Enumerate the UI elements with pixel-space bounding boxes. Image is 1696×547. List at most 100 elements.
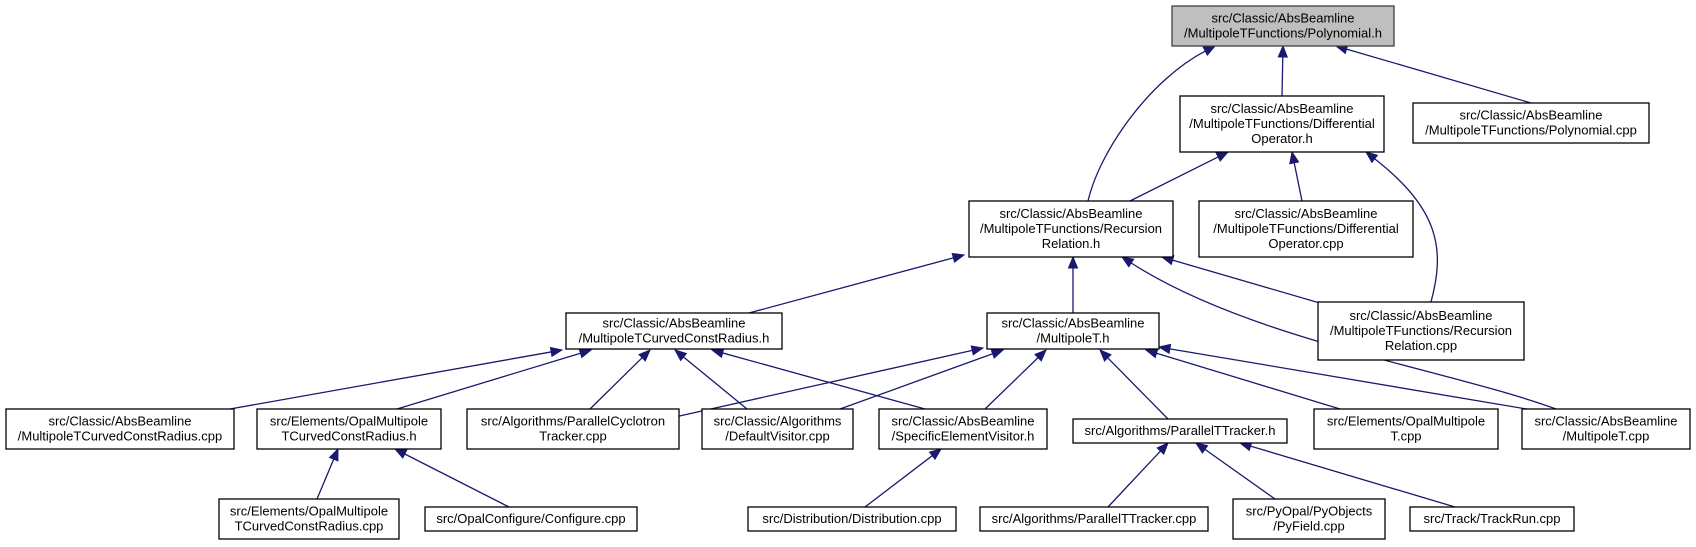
- node-box: [218, 498, 400, 540]
- node-pct-cpp[interactable]: src/Algorithms/ParallelCyclotronTracker.…: [466, 408, 680, 450]
- arrowhead-icon: [1277, 44, 1289, 58]
- node-sev-h[interactable]: src/Classic/AbsBeamline/SpecificElementV…: [878, 408, 1048, 450]
- edge-mt_h-to-opal_mt_cpp: [1144, 348, 1341, 410]
- node-label-line: src/Classic/AbsBeamline: [1234, 206, 1377, 221]
- node-label-line: src/OpalConfigure/Configure.cpp: [436, 511, 625, 526]
- arrowhead-icon: [1202, 45, 1217, 56]
- node-box: [424, 506, 638, 532]
- node-box: [1317, 301, 1525, 361]
- node-label-line: Operator.h: [1251, 131, 1312, 146]
- arrowhead-icon: [1120, 256, 1135, 268]
- node-trackrun-cpp[interactable]: src/Track/TrackRun.cpp: [1409, 506, 1575, 532]
- node-label-line: /MultipoleTFunctions/Recursion: [1330, 323, 1512, 338]
- node-mtccr-h[interactable]: src/Classic/AbsBeamline/MultipoleTCurved…: [565, 312, 783, 350]
- node-recrel-cpp[interactable]: src/Classic/AbsBeamline/MultipoleTFuncti…: [1317, 301, 1525, 361]
- node-label-line: src/Algorithms/ParallelTTracker.cpp: [992, 511, 1197, 526]
- node-label-line: src/PyOpal/PyObjects: [1246, 504, 1373, 519]
- node-label-line: TCurvedConstRadius.cpp: [235, 519, 384, 534]
- arrowhead-icon: [328, 447, 339, 462]
- node-ptt-h[interactable]: src/Algorithms/ParallelTTracker.h: [1072, 418, 1288, 444]
- arrowhead-icon: [1157, 343, 1172, 355]
- arrowhead-icon: [1215, 151, 1230, 162]
- node-diffop-cpp[interactable]: src/Classic/AbsBeamline/MultipoleTFuncti…: [1198, 200, 1414, 258]
- arrowhead-icon: [1067, 255, 1079, 269]
- node-box: [979, 506, 1209, 532]
- edge-mtccr_h-to-sev_h: [710, 348, 926, 410]
- node-label-line: T.cpp: [1390, 429, 1421, 444]
- node-label-line: /MultipoleTFunctions/Polynomial.cpp: [1425, 123, 1637, 138]
- node-box: [1171, 5, 1395, 47]
- node-label-line: src/Classic/Algorithms: [714, 414, 842, 429]
- arrowhead-icon: [1289, 150, 1300, 165]
- edge-recrel_h-to-recrel_cpp: [1160, 255, 1331, 307]
- node-opal-mtccr-h[interactable]: src/Elements/OpalMultipoleTCurvedConstRa…: [256, 408, 442, 450]
- node-label-line: src/Classic/AbsBeamline: [1001, 316, 1144, 331]
- node-poly-h[interactable]: src/Classic/AbsBeamline/MultipoleTFuncti…: [1171, 5, 1395, 47]
- node-diffop-h[interactable]: src/Classic/AbsBeamline/MultipoleTFuncti…: [1179, 95, 1385, 153]
- node-box: [986, 312, 1160, 350]
- node-label-line: /MultipoleTFunctions/Differential: [1189, 116, 1375, 131]
- edge-mt_h-to-defvis_cpp: [839, 348, 1005, 410]
- edge-recrel_h-to-mtccr_h: [748, 252, 966, 314]
- edge-ptt_h-to-ptt_cpp: [1107, 442, 1169, 508]
- node-label-line: /PyField.cpp: [1273, 519, 1345, 534]
- arrowhead-icon: [673, 349, 688, 362]
- node-box: [1232, 498, 1386, 540]
- arrowhead-icon: [710, 348, 725, 359]
- node-mt-cpp[interactable]: src/Classic/AbsBeamline/MultipoleT.cpp: [1521, 408, 1691, 450]
- node-label-line: src/Algorithms/ParallelCyclotron: [481, 414, 665, 429]
- arrowhead-icon: [1144, 348, 1159, 359]
- node-configure-cpp[interactable]: src/OpalConfigure/Configure.cpp: [424, 506, 638, 532]
- node-box: [1412, 102, 1650, 144]
- node-label-line: /MultipoleTFunctions/Differential: [1213, 221, 1399, 236]
- edge-opal_mtccr_h-to-opal_mtccr_cpp: [316, 447, 339, 500]
- node-label-line: src/Elements/OpalMultipole: [270, 414, 428, 429]
- arrowhead-icon: [1099, 349, 1112, 362]
- edge-poly_h-to-poly_cpp: [1334, 44, 1532, 104]
- node-layer: src/Classic/AbsBeamline/MultipoleTFuncti…: [5, 5, 1691, 540]
- edge-recrel_h-to-mt_h: [1067, 255, 1079, 313]
- node-label-line: /SpecificElementVisitor.h: [892, 429, 1035, 444]
- node-defvis-cpp[interactable]: src/Classic/Algorithms/DefaultVisitor.cp…: [701, 408, 854, 450]
- node-mt-h[interactable]: src/Classic/AbsBeamline/MultipoleT.h: [986, 312, 1160, 350]
- node-label-line: src/Elements/OpalMultipole: [1327, 414, 1485, 429]
- node-box: [466, 408, 680, 450]
- node-box: [968, 200, 1174, 258]
- node-label-line: src/Classic/AbsBeamline: [999, 206, 1142, 221]
- node-recrel-h[interactable]: src/Classic/AbsBeamline/MultipoleTFuncti…: [968, 200, 1174, 258]
- node-poly-cpp[interactable]: src/Classic/AbsBeamline/MultipoleTFuncti…: [1412, 102, 1650, 144]
- edge-diffop_h-to-recrel_cpp: [1364, 151, 1439, 303]
- node-distribution-cpp[interactable]: src/Distribution/Distribution.cpp: [747, 506, 957, 532]
- node-mtccr-cpp[interactable]: src/Classic/AbsBeamline/MultipoleTCurved…: [5, 408, 235, 450]
- node-box: [701, 408, 854, 450]
- node-label-line: /MultipoleT.cpp: [1563, 429, 1650, 444]
- node-opal-mtccr-cpp[interactable]: src/Elements/OpalMultipoleTCurvedConstRa…: [218, 498, 400, 540]
- node-ptt-cpp[interactable]: src/Algorithms/ParallelTTracker.cpp: [979, 506, 1209, 532]
- node-box: [5, 408, 235, 450]
- node-label-line: /MultipoleT.h: [1037, 331, 1110, 346]
- node-pyfield-cpp[interactable]: src/PyOpal/PyObjects/PyField.cpp: [1232, 498, 1386, 540]
- node-label-line: src/Classic/AbsBeamline: [1459, 108, 1602, 123]
- node-label-line: TCurvedConstRadius.h: [281, 429, 416, 444]
- node-label-line: src/Classic/AbsBeamline: [1211, 11, 1354, 26]
- node-box: [747, 506, 957, 532]
- node-label-line: Operator.cpp: [1268, 236, 1343, 251]
- node-box: [565, 312, 783, 350]
- node-label-line: Relation.cpp: [1385, 338, 1457, 353]
- node-label-line: /MultipoleTCurvedConstRadius.cpp: [18, 429, 222, 444]
- node-box: [1313, 408, 1499, 450]
- node-label-line: src/Classic/AbsBeamline: [1349, 308, 1492, 323]
- node-box: [256, 408, 442, 450]
- node-label-line: src/Classic/AbsBeamline: [1210, 101, 1353, 116]
- node-label-line: Tracker.cpp: [539, 429, 606, 444]
- arrowhead-icon: [393, 448, 408, 459]
- arrowhead-icon: [951, 252, 966, 264]
- edge-mt_h-to-mt_cpp: [1157, 343, 1563, 416]
- node-box: [878, 408, 1048, 450]
- node-label-line: /MultipoleTFunctions/Recursion: [980, 221, 1162, 236]
- edge-mt_h-to-ptt_h: [1099, 349, 1169, 420]
- node-box: [1179, 95, 1385, 153]
- edge-sev_h-to-distribution_cpp: [864, 448, 943, 508]
